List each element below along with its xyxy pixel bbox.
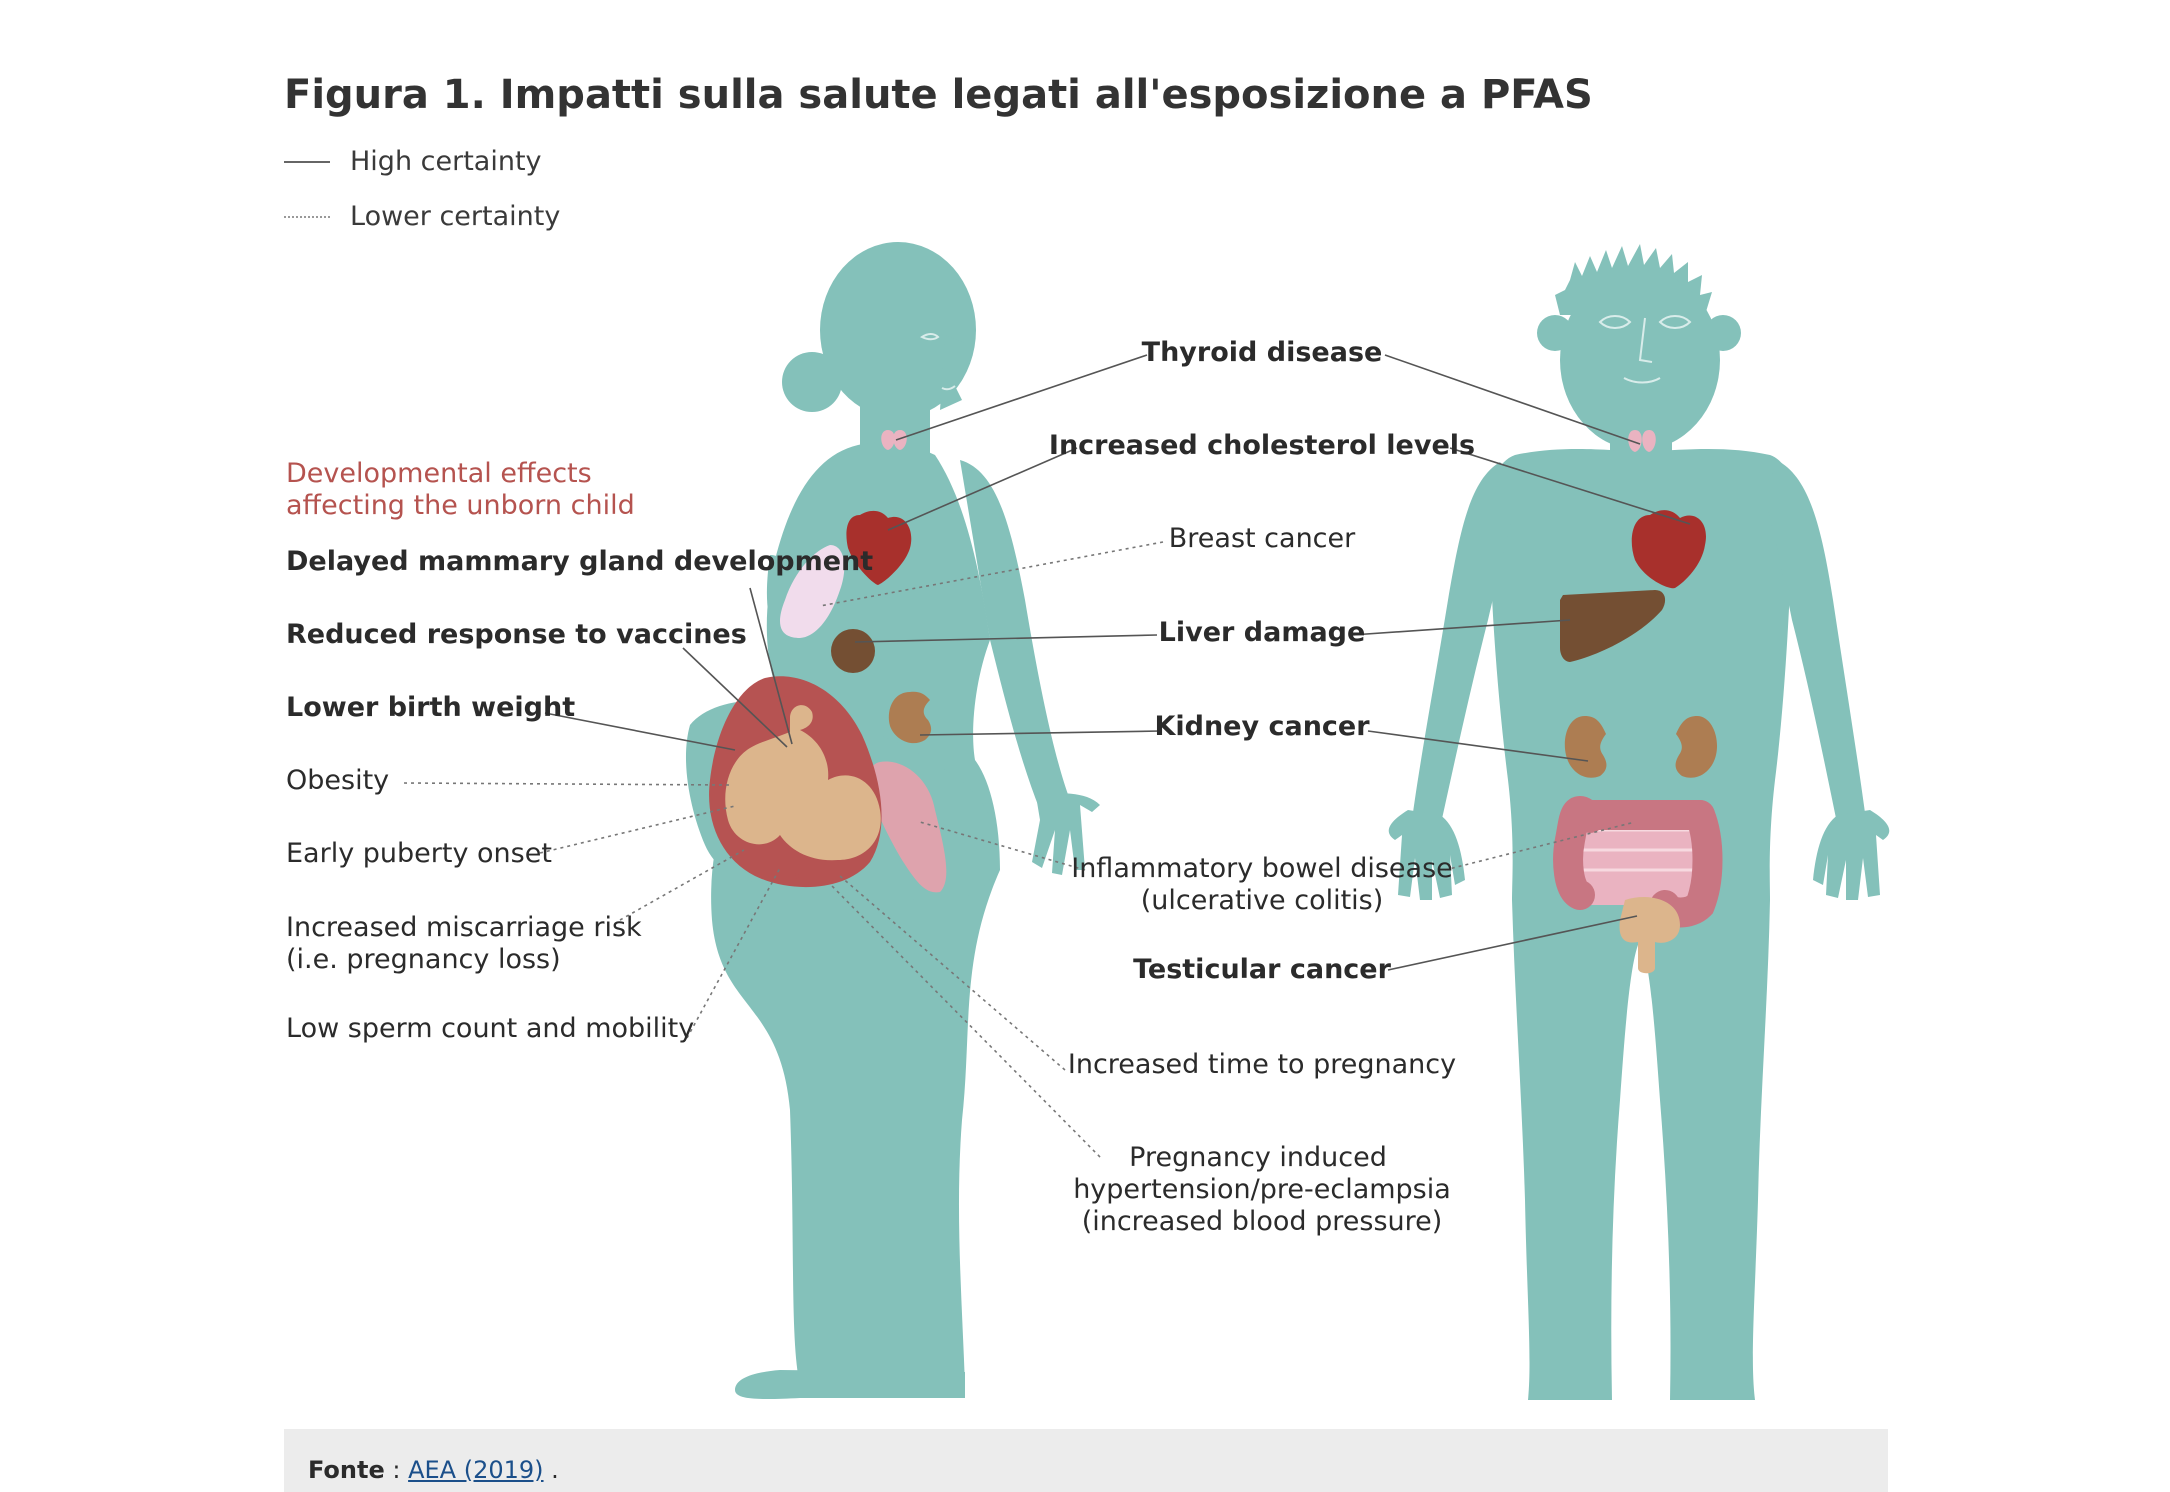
woman-breast-tissue [780, 545, 845, 638]
line-ibd-child [1444, 821, 1636, 871]
line-liver-child [1351, 619, 1571, 636]
woman-kidney [888, 691, 932, 744]
label-thyroid: Thyroid disease [1141, 337, 1383, 368]
line-thyroid-child [1384, 354, 1641, 445]
woman-face-profile [940, 335, 965, 410]
solid-line-swatch [284, 160, 330, 163]
child-mouth [1623, 377, 1661, 384]
child-kidney-left [1564, 716, 1607, 778]
source-text: Fonte : AEA (2019) . [308, 1456, 559, 1484]
label-obesity: Obesity [286, 765, 390, 796]
source-label: Fonte [308, 1456, 385, 1484]
lower-certainty-connectors [403, 541, 1636, 1158]
woman-eye [920, 333, 940, 341]
label-pih-1: Pregnancy induced [1129, 1142, 1387, 1173]
legend-high-label: High certainty [350, 146, 542, 177]
woman-thyroid [881, 430, 907, 450]
fetus-detail [795, 857, 808, 879]
child-hand-right [1813, 810, 1890, 900]
woman-foot [735, 1370, 965, 1400]
label-ibd-2: (ulcerative colitis) [1140, 885, 1384, 916]
child-intestine [1553, 796, 1723, 928]
child-heart [1631, 510, 1706, 589]
label-puberty: Early puberty onset [286, 838, 552, 869]
label-vaccines: Reduced response to vaccines [286, 619, 747, 650]
source-separator: : [384, 1456, 409, 1484]
line-birth-weight [544, 712, 736, 751]
label-cholesterol: Increased cholesterol levels [1048, 430, 1476, 461]
developmental-heading-line2: affecting the unborn child [286, 490, 635, 521]
figure-title: Figura 1. Impatti sulla salute legati al… [284, 72, 1593, 118]
source-footer: Fonte : AEA (2019) . [284, 1429, 1888, 1492]
line-pih [829, 883, 1101, 1158]
line-vaccines [682, 647, 788, 748]
label-breast-cancer: Breast cancer [1168, 523, 1356, 554]
developmental-heading-line1: Developmental effects [286, 458, 592, 489]
woman-mouth [941, 385, 956, 391]
legend-high-certainty: High certainty [284, 146, 542, 177]
line-ibd-woman [919, 821, 1086, 871]
legend-low-label: Lower certainty [350, 201, 561, 232]
source-link[interactable]: AEA (2019) [408, 1456, 544, 1484]
woman-hair-bun [782, 352, 842, 412]
label-time-pregnancy: Increased time to pregnancy [1067, 1049, 1457, 1080]
child-ear-left [1537, 315, 1573, 351]
source-end: . [543, 1456, 559, 1484]
child-liver [1560, 590, 1666, 662]
woman-hand [1032, 790, 1100, 875]
line-sperm [686, 867, 781, 1039]
line-time-pregnancy [839, 875, 1066, 1071]
label-liver: Liver damage [1158, 617, 1366, 648]
label-miscarriage-1: Increased miscarriage risk [286, 912, 642, 943]
line-kidney-woman [919, 730, 1162, 736]
child-eye-right [1658, 315, 1692, 329]
line-mammary [749, 587, 793, 745]
woman-placenta [868, 761, 947, 893]
label-sperm: Low sperm count and mobility [286, 1013, 695, 1044]
label-ibd-1: Inflammatory bowel disease [1071, 853, 1453, 884]
woman-head [820, 242, 976, 418]
child-arm-right [1762, 462, 1866, 828]
line-kidney-child [1367, 730, 1589, 762]
line-puberty [539, 805, 736, 854]
woman-heart [846, 510, 912, 585]
child-nose [1638, 317, 1653, 363]
label-birth-weight: Lower birth weight [286, 692, 576, 723]
child-kidney-right [1675, 716, 1718, 778]
line-thyroid-woman [895, 354, 1148, 441]
woman-fetus [725, 705, 881, 861]
label-testicular: Testicular cancer [1133, 954, 1391, 985]
dotted-line-swatch [284, 215, 330, 218]
high-certainty-connectors [544, 354, 1691, 971]
child-hand-left [1388, 810, 1465, 900]
label-pih-3: (increased blood pressure) [1081, 1206, 1443, 1237]
line-testicular [1387, 915, 1638, 971]
label-kidney: Kidney cancer [1154, 711, 1370, 742]
child-arm-left [1412, 462, 1520, 828]
line-miscarriage [619, 849, 745, 921]
woman-liver [831, 629, 875, 673]
child-ear-right [1705, 315, 1741, 351]
label-pih-2: hypertension/pre-eclampsia [1073, 1174, 1451, 1205]
line-obesity [403, 782, 731, 786]
legend-lower-certainty: Lower certainty [284, 201, 560, 232]
label-mammary: Delayed mammary gland development [286, 546, 874, 577]
line-liver-woman [854, 634, 1158, 643]
line-breast-cancer [819, 541, 1164, 607]
label-miscarriage-2: (i.e. pregnancy loss) [286, 944, 561, 975]
child-thyroid [1628, 430, 1656, 452]
line-cholesterol-woman [887, 447, 1078, 531]
woman-arm [960, 460, 1070, 810]
line-cholesterol-child [1449, 447, 1691, 525]
child-eye-left [1598, 315, 1632, 329]
